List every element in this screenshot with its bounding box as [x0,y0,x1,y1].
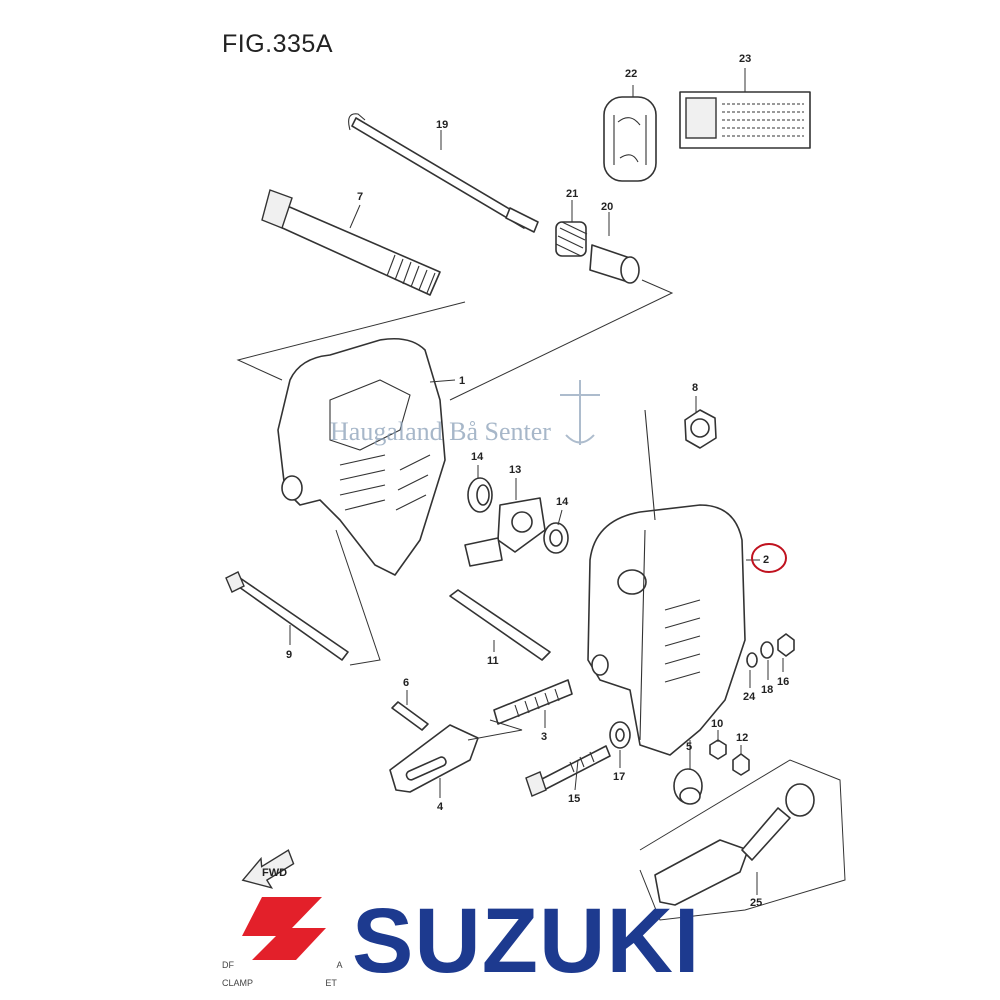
part-8-nut [684,409,717,449]
fwd-arrow-icon: FWD [241,849,295,889]
callout-8: 8 [692,382,698,394]
part-14b-bushing [543,522,569,554]
callout-16: 16 [777,676,789,688]
part-2-highlight: 2 [751,543,787,573]
part-4-adjuster [389,724,479,793]
callout-6: 6 [403,677,409,689]
suzuki-s-mark-icon [242,897,326,960]
callout-13: 13 [509,464,521,476]
part-1-bracket [277,337,446,576]
caption-2b: ET [325,978,337,988]
part-20-bushing [589,244,640,284]
part-3-spring-bolt [493,679,573,725]
caption-line-2: CLAMP ET [222,978,337,988]
caption-2a: CLAMP [222,978,253,988]
part-10-nut [709,739,727,760]
part-2-bracket [587,409,746,756]
callout-14a: 14 [471,451,484,463]
callout-14b: 14 [556,496,569,508]
callout-25: 25 [750,897,762,909]
callout-22: 24 [743,691,756,703]
callout-11: 11 [487,655,499,667]
part-17-washer [609,721,631,749]
part-21-spring [555,221,588,257]
part-18-washer [760,641,774,659]
part-15-bolt [525,745,611,797]
brand-name: SUZUKI [352,890,700,992]
figure-title: FIG.335A [222,30,333,58]
part-6-pin [391,701,429,731]
callout-20: 20 [601,201,613,213]
part-11-rod [449,589,551,661]
callout-10: 10 [711,718,723,730]
part-25-assembly [639,759,846,921]
leader-lines [289,68,784,895]
caption-1b: A [336,960,343,970]
suzuki-logo: SUZUKI [242,890,700,992]
part-5-pad [673,768,703,805]
part-7-shaft [261,189,441,296]
callout-19: 19 [436,119,448,131]
part-16-nut [777,633,795,657]
part-24-label [679,91,811,149]
caption-line-1: DF A [222,960,343,970]
part-22-washer [746,652,758,668]
callout-5: 5 [686,741,692,753]
part-23-decal [603,96,657,182]
callout-1: 1 [459,375,465,387]
callout-24: 23 [739,53,751,65]
callout-23: 22 [625,68,637,80]
fwd-label: FWD [262,867,287,879]
callout-17: 17 [613,771,625,783]
part-14a-bushing [467,477,493,513]
part-9-bolt [225,571,349,661]
caption-1a: DF [222,960,234,970]
callout-12: 12 [736,732,748,744]
part-13-plate [464,497,546,567]
callout-numbers: 19 7 22 23 21 20 1 8 14 13 14 9 11 6 3 4… [286,53,789,909]
highlight-ring [751,543,787,573]
watermark-text: Haugaland Bå Senter [330,417,551,446]
callout-2: 2 [763,554,769,566]
callout-9: 9 [286,649,292,661]
callout-18: 18 [761,684,773,696]
callout-3: 3 [541,731,547,743]
part-19-rod [348,113,539,233]
part-12-nut [732,753,750,776]
watermark: Haugaland Bå Senter [330,380,600,446]
callout-7: 7 [357,191,363,203]
callout-21: 21 [566,188,578,200]
callout-15: 15 [568,793,580,805]
callout-4: 4 [437,801,444,813]
